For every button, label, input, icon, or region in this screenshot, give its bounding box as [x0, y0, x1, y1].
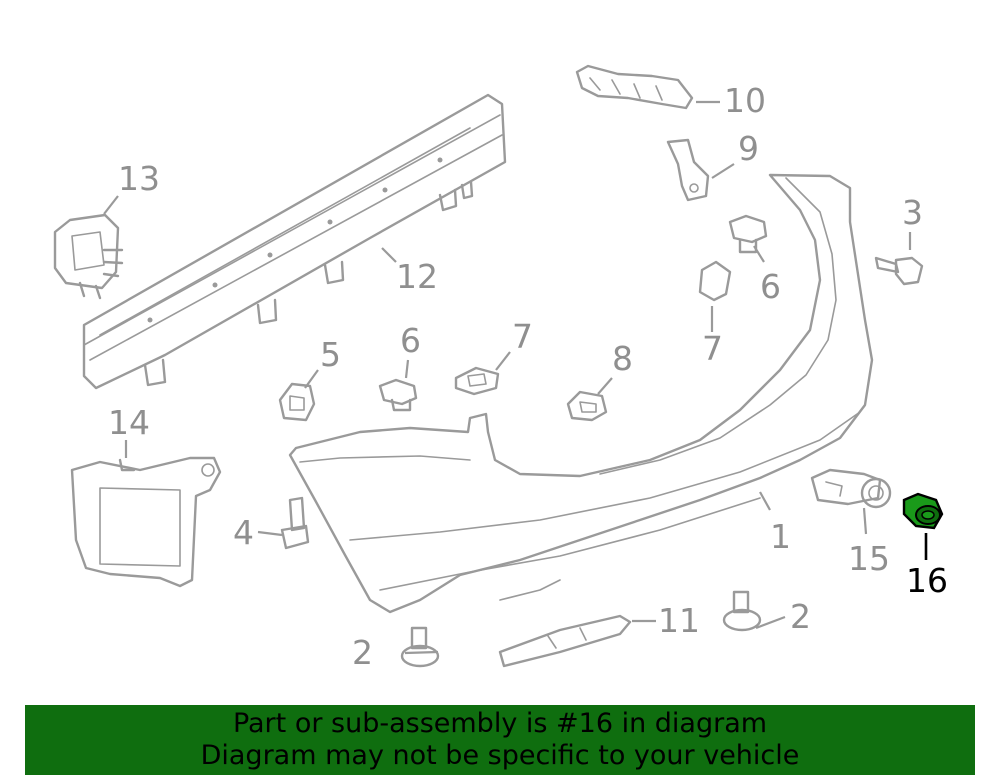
callout-2-bottom: 2 — [352, 633, 373, 672]
part-6-push-clip-middle[interactable] — [378, 378, 418, 412]
part-7-clip-middle[interactable] — [454, 366, 500, 396]
part-5-clip[interactable] — [278, 382, 316, 422]
part-14-mounting-bracket[interactable] — [70, 456, 222, 588]
callout-13: 13 — [118, 159, 160, 198]
callout-6-upper: 6 — [760, 267, 781, 306]
part-6-push-clip-upper[interactable] — [728, 214, 768, 254]
callout-8: 8 — [612, 339, 633, 378]
part-12-reinforcement-beam[interactable] — [82, 93, 507, 390]
part-15-parking-sensor[interactable] — [810, 468, 892, 509]
part-16-sensor-retainer[interactable] — [902, 492, 944, 530]
callout-15: 15 — [848, 539, 890, 578]
callout-12: 12 — [396, 257, 438, 296]
callout-16: 16 — [906, 561, 948, 600]
part-7-clip-right[interactable] — [698, 260, 732, 302]
part-4-bolt[interactable] — [280, 496, 310, 550]
callout-7-right: 7 — [702, 329, 723, 368]
part-1-bumper-cover[interactable] — [288, 173, 874, 614]
callout-4: 4 — [233, 513, 254, 552]
callout-1: 1 — [770, 517, 791, 556]
banner-line-1: Part or sub-assembly is #16 in diagram — [232, 708, 768, 739]
info-banner: Part or sub-assembly is #16 in diagram D… — [25, 705, 975, 775]
exploded-parts-diagram: 1 2 2 3 4 5 6 6 7 7 8 9 10 11 12 13 14 1… — [53, 64, 948, 672]
part-10-upper-bracket[interactable] — [575, 64, 694, 110]
part-2-clip-bottom[interactable] — [400, 626, 440, 668]
callout-3: 3 — [902, 193, 923, 232]
callout-10: 10 — [724, 81, 766, 120]
callout-numbers: 1 2 2 3 4 5 6 6 7 7 8 9 10 11 12 13 14 1… — [108, 81, 948, 672]
part-11-reflector[interactable] — [498, 614, 632, 668]
callout-5: 5 — [320, 335, 341, 374]
part-13-bracket[interactable] — [53, 213, 124, 300]
part-8-retainer[interactable] — [566, 390, 608, 422]
part-9-small-bracket[interactable] — [666, 138, 710, 202]
part-3-bolt[interactable] — [874, 256, 924, 286]
callout-9: 9 — [738, 129, 759, 168]
banner-line-2: Diagram may not be specific to your vehi… — [200, 740, 800, 771]
callout-6-middle: 6 — [400, 321, 421, 360]
part-2-clip-right[interactable] — [722, 590, 762, 632]
callout-11: 11 — [658, 601, 700, 640]
callout-2-right: 2 — [790, 597, 811, 636]
leader-lines — [103, 100, 928, 655]
callout-7-middle: 7 — [512, 317, 533, 356]
callout-14: 14 — [108, 403, 150, 442]
